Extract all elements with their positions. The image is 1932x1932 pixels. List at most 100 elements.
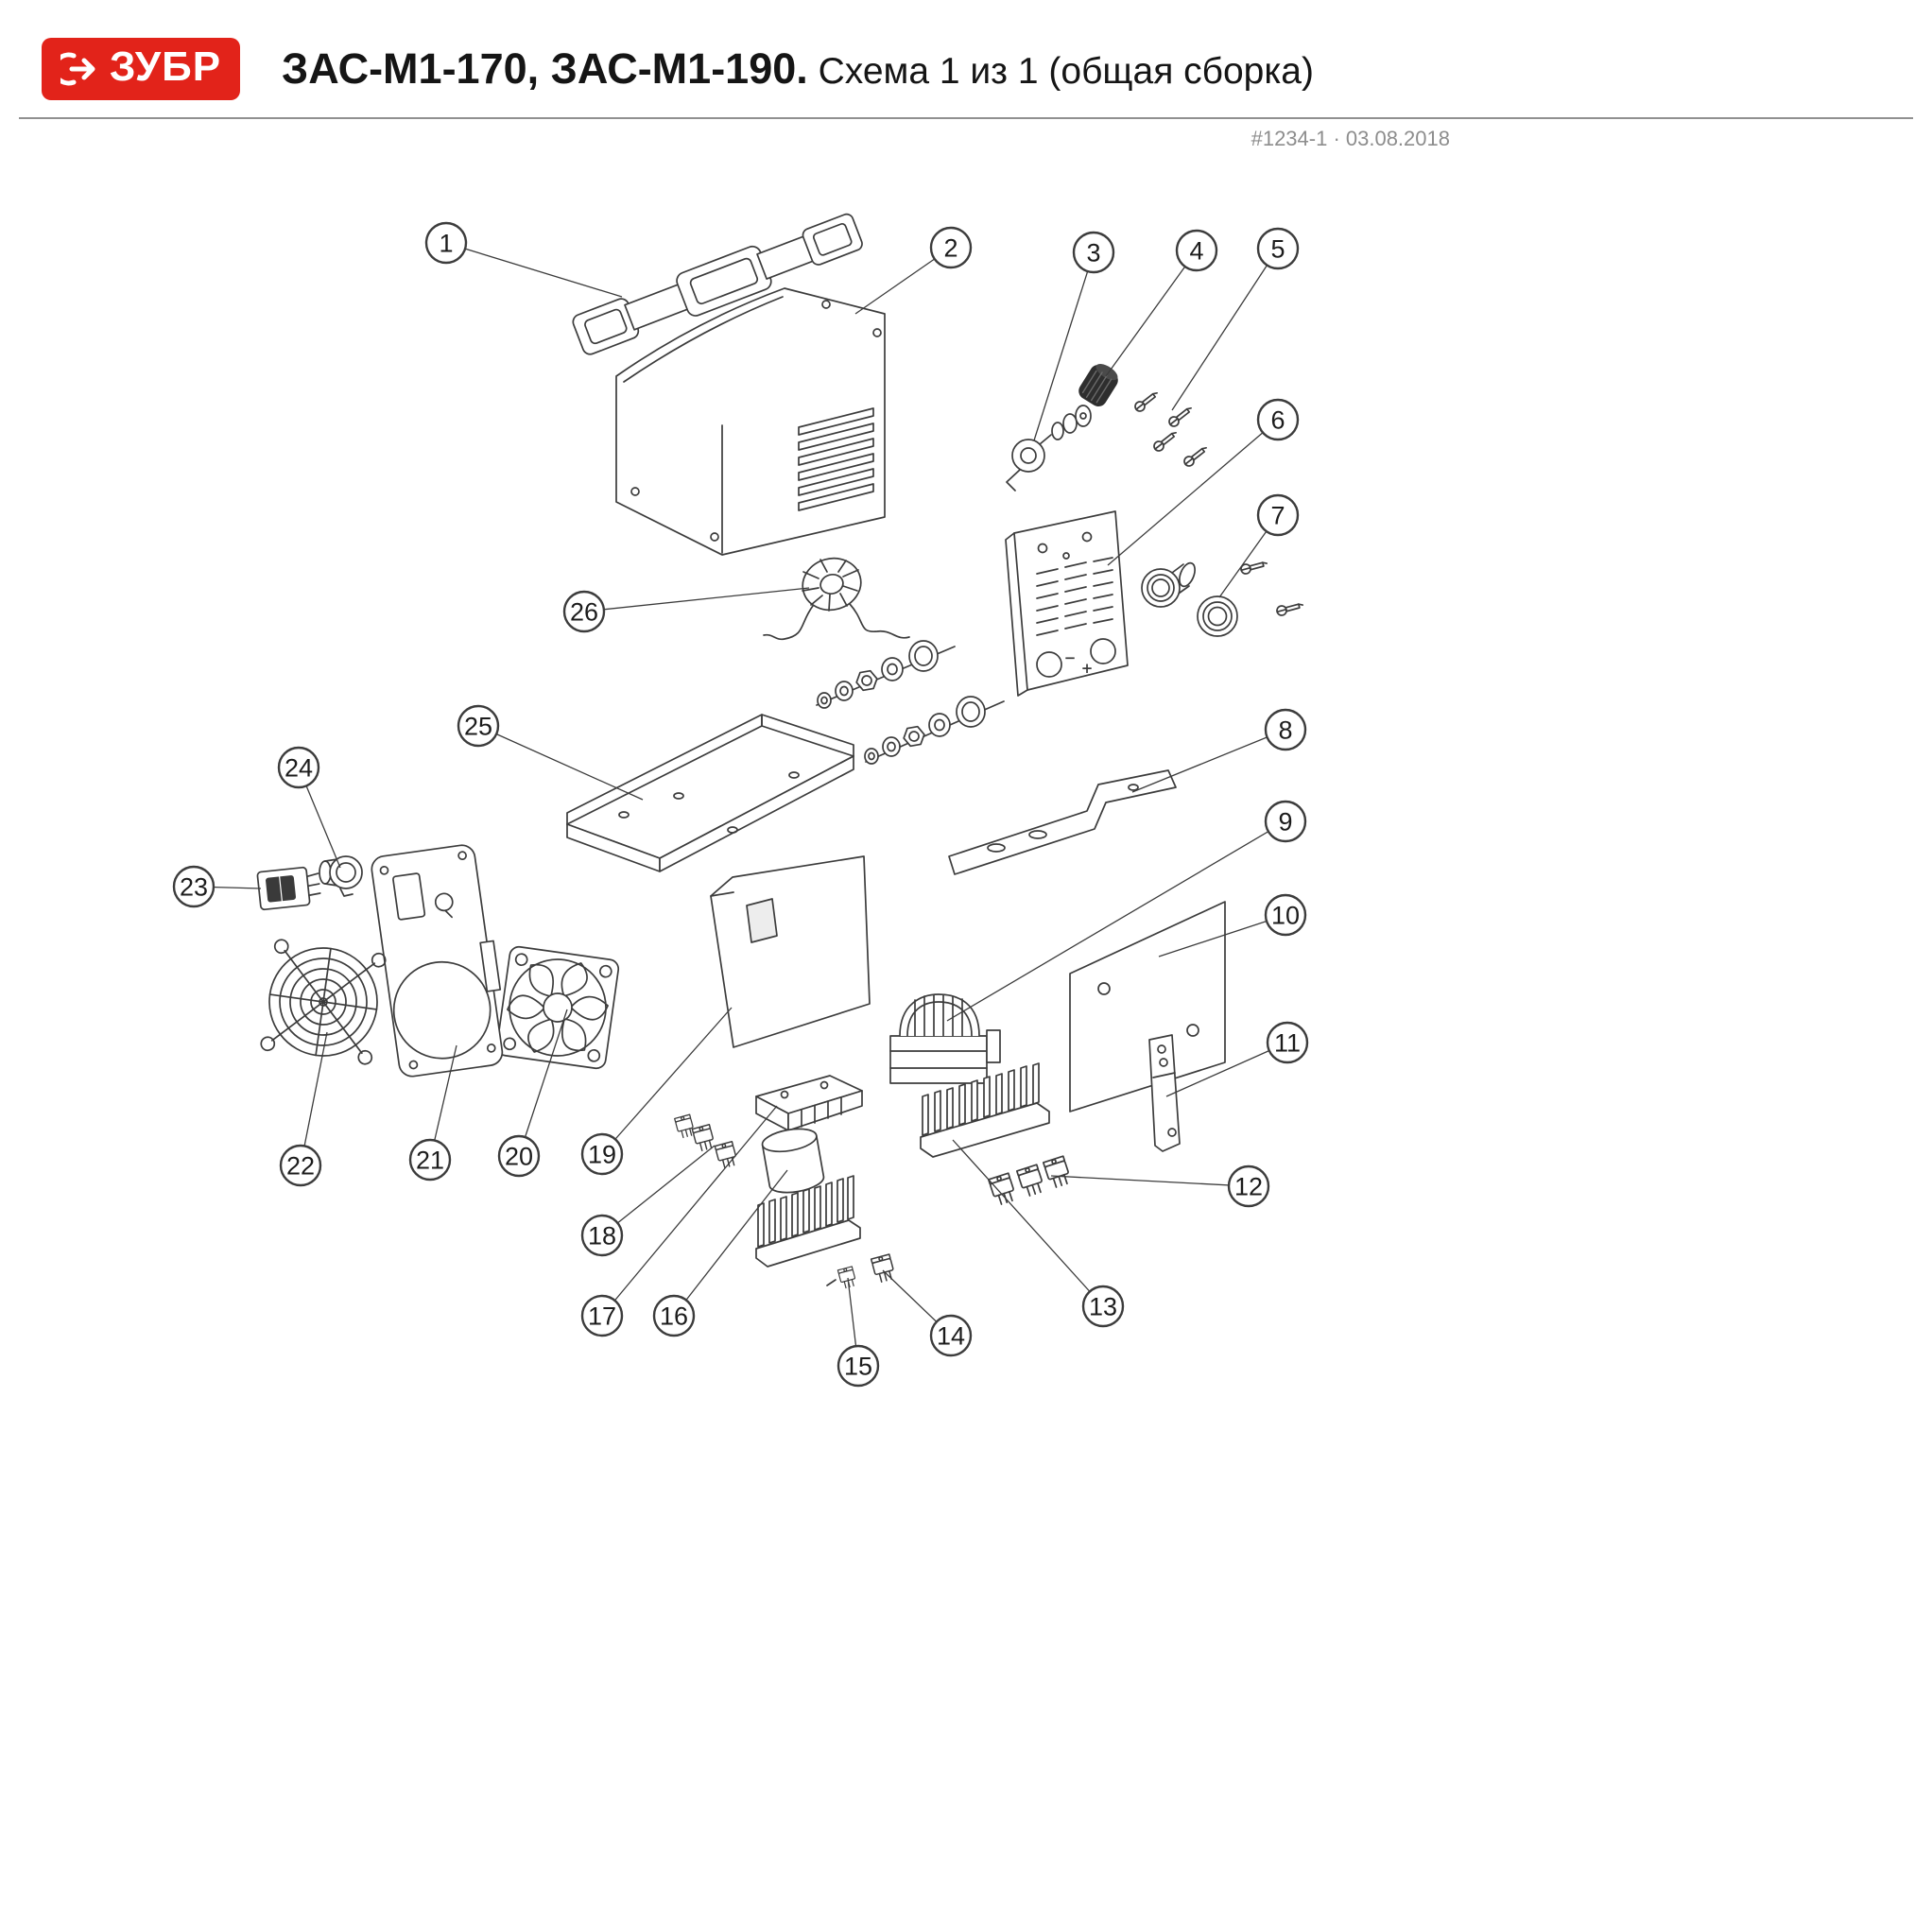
leader-line-16 bbox=[673, 1169, 788, 1317]
svg-text:17: 17 bbox=[588, 1302, 616, 1331]
callout-10-pcb-board: 10 bbox=[1264, 893, 1307, 937]
svg-text:7: 7 bbox=[1270, 502, 1285, 530]
part-5-screws bbox=[1132, 388, 1211, 469]
leader-line-11 bbox=[1165, 1042, 1288, 1097]
leader-line-1 bbox=[445, 242, 623, 298]
leader-line-17 bbox=[601, 1105, 778, 1317]
callout-leader-lines bbox=[193, 242, 1288, 1367]
part-24-panel-socket bbox=[319, 855, 363, 897]
part-21-front-frame bbox=[371, 844, 504, 1078]
callout-26-toroid-inductor: 26 bbox=[562, 590, 606, 633]
part-12-transistors bbox=[987, 1155, 1073, 1207]
svg-text:11: 11 bbox=[1274, 1029, 1301, 1058]
svg-text:13: 13 bbox=[1089, 1293, 1117, 1321]
part-17-heatsink-block bbox=[755, 1075, 863, 1131]
leader-line-12 bbox=[1050, 1175, 1250, 1187]
callout-3-potentiometer: 3 bbox=[1072, 231, 1115, 274]
leader-line-20 bbox=[518, 1009, 568, 1157]
svg-text:22: 22 bbox=[286, 1152, 315, 1181]
hardware-washers-nuts bbox=[816, 640, 1005, 765]
leader-line-8 bbox=[1131, 729, 1286, 793]
svg-text:14: 14 bbox=[937, 1322, 965, 1351]
svg-text:6: 6 bbox=[1270, 406, 1285, 435]
svg-text:12: 12 bbox=[1234, 1173, 1263, 1201]
part-4-knob bbox=[1078, 364, 1118, 407]
callout-1-shoulder-strap: 1 bbox=[424, 221, 468, 265]
leader-line-19 bbox=[601, 1007, 733, 1155]
part-6-front-panel: − + bbox=[1005, 510, 1129, 697]
part-1-shoulder-strap bbox=[572, 213, 863, 355]
callout-24-panel-socket: 24 bbox=[277, 746, 320, 789]
svg-text:4: 4 bbox=[1189, 237, 1203, 266]
callout-4-knob: 4 bbox=[1175, 229, 1218, 272]
part-heatsink-center bbox=[755, 1175, 861, 1268]
leader-line-4 bbox=[1105, 250, 1198, 377]
svg-text:3: 3 bbox=[1086, 239, 1100, 267]
leader-line-10 bbox=[1158, 914, 1286, 957]
callout-15-clip: 15 bbox=[837, 1344, 880, 1388]
leader-line-26 bbox=[583, 587, 810, 612]
part-23-rocker-switch bbox=[256, 866, 321, 911]
svg-text:23: 23 bbox=[180, 873, 208, 902]
svg-text:21: 21 bbox=[416, 1147, 444, 1175]
callout-14-transistor: 14 bbox=[929, 1314, 973, 1357]
page-title: ЗАС-М1-170, ЗАС-М1-190. bbox=[282, 44, 808, 93]
callout-2-top-cover: 2 bbox=[929, 226, 973, 269]
part-18-transistors bbox=[674, 1113, 739, 1170]
callout-5-screws: 5 bbox=[1256, 227, 1300, 270]
callout-20-fan: 20 bbox=[497, 1134, 541, 1178]
callout-12-transistors-right: 12 bbox=[1227, 1164, 1270, 1208]
svg-text:18: 18 bbox=[588, 1222, 616, 1251]
page-subtitle: Схема 1 из 1 (общая сборка) bbox=[807, 51, 1314, 92]
part-10-pcb-board bbox=[1069, 901, 1226, 1113]
leader-line-13 bbox=[952, 1139, 1104, 1307]
panel-plus-mark: + bbox=[1081, 660, 1094, 677]
callout-9-transformer: 9 bbox=[1264, 800, 1307, 843]
svg-text:9: 9 bbox=[1278, 808, 1292, 837]
leader-line-22 bbox=[300, 1031, 328, 1166]
zubr-logo-text: ЗУБР bbox=[109, 43, 222, 90]
callout-19-insulation-sheet: 19 bbox=[580, 1132, 624, 1176]
part-8-handle-bracket bbox=[948, 769, 1177, 875]
part-3-potentiometer bbox=[1006, 405, 1092, 492]
callout-13-heatsink-right: 13 bbox=[1081, 1285, 1125, 1328]
leader-line-6 bbox=[1107, 419, 1279, 566]
callout-16-capacitor: 16 bbox=[652, 1294, 696, 1337]
callout-22-fan-grille: 22 bbox=[279, 1144, 322, 1187]
zubr-logo: ЗУБР bbox=[42, 38, 240, 100]
part-15-clip bbox=[826, 1266, 858, 1290]
svg-text:26: 26 bbox=[570, 598, 598, 627]
callout-8-handle-bracket: 8 bbox=[1264, 708, 1307, 751]
panel-minus-mark: − bbox=[1064, 649, 1077, 666]
leader-line-9 bbox=[946, 820, 1286, 1022]
callout-17-heatsink-block: 17 bbox=[580, 1294, 624, 1337]
svg-text:1: 1 bbox=[439, 230, 453, 258]
part-11-support-bar bbox=[1148, 1034, 1181, 1152]
svg-text:10: 10 bbox=[1271, 902, 1300, 930]
callout-25-base-chassis: 25 bbox=[457, 704, 500, 748]
part-25-base-chassis bbox=[566, 714, 854, 872]
svg-text:2: 2 bbox=[943, 234, 957, 263]
svg-text:5: 5 bbox=[1270, 235, 1285, 264]
svg-text:24: 24 bbox=[285, 754, 313, 783]
zubr-logo-icon bbox=[60, 52, 95, 86]
part-9-transformer bbox=[889, 993, 1001, 1084]
callout-6-front-panel: 6 bbox=[1256, 398, 1300, 441]
svg-text:20: 20 bbox=[505, 1143, 533, 1171]
svg-text:19: 19 bbox=[588, 1141, 616, 1169]
part-13-heatsink-right bbox=[920, 1062, 1050, 1158]
callout-18-transistors-left: 18 bbox=[580, 1214, 624, 1257]
part-2-top-cover bbox=[615, 287, 886, 556]
part-7-panel-connectors bbox=[1141, 558, 1305, 637]
leader-line-3 bbox=[1033, 251, 1095, 441]
leader-line-18 bbox=[601, 1145, 716, 1236]
leader-line-25 bbox=[477, 725, 644, 801]
svg-text:16: 16 bbox=[660, 1302, 688, 1331]
callout-23-rocker-switch: 23 bbox=[172, 865, 216, 908]
part-22-fan-grille bbox=[260, 939, 387, 1065]
part-20-fan bbox=[495, 945, 620, 1070]
svg-text:25: 25 bbox=[464, 713, 492, 741]
part-16-capacitor bbox=[761, 1128, 825, 1194]
